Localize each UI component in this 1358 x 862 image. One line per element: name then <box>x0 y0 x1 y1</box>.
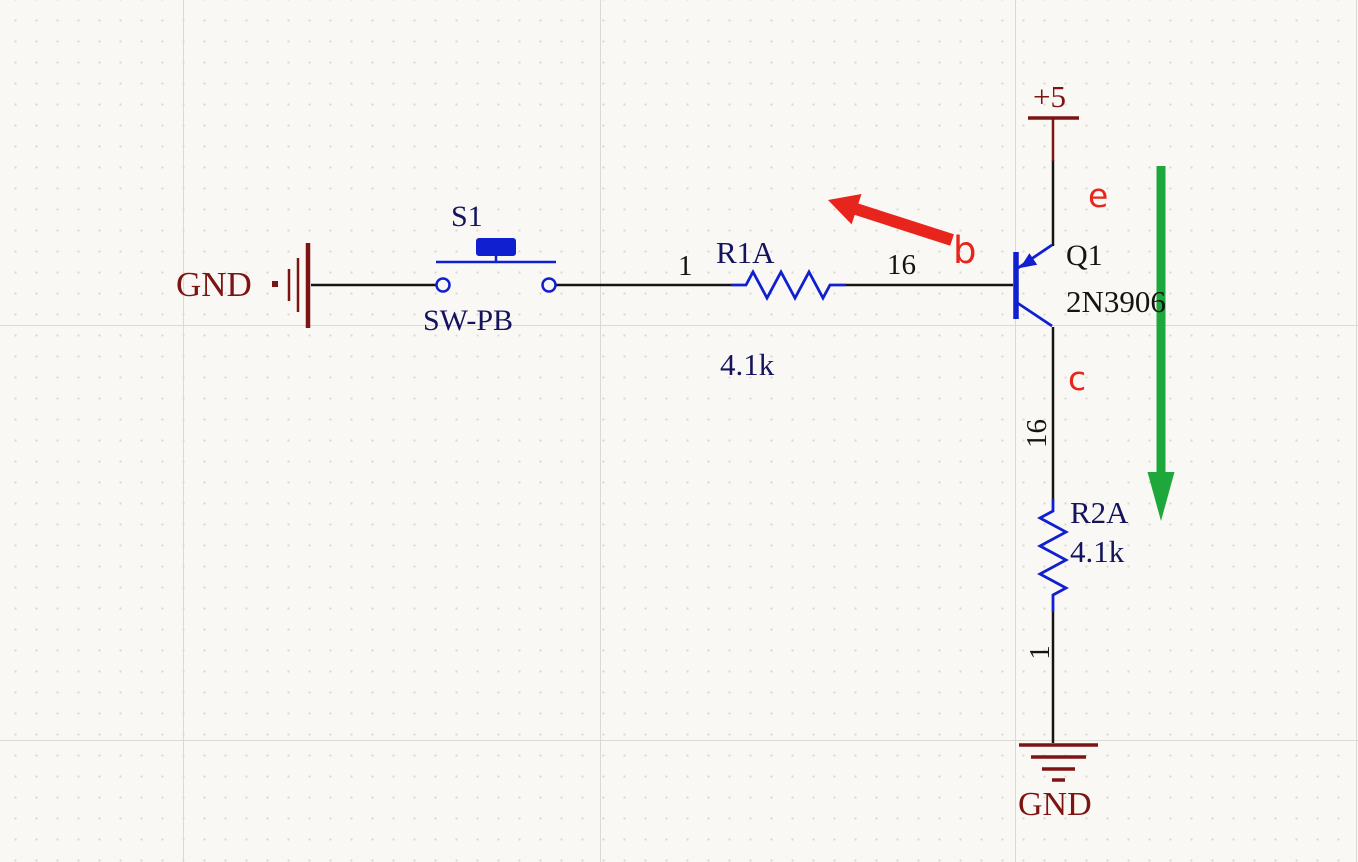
annotation-emitter: e <box>1088 176 1109 215</box>
label-s1-ref: S1 <box>451 200 483 233</box>
grid-line-horizontal <box>0 740 1358 741</box>
label-q1-part: 2N3906 <box>1066 284 1166 319</box>
transistor-q1-symbol <box>1013 243 1053 328</box>
annotation-collector: c <box>1068 359 1087 398</box>
label-gnd-bottom: GND <box>1018 786 1092 823</box>
green-arrow-annotation <box>1147 166 1175 521</box>
grid-line-vertical <box>1015 0 1016 862</box>
grid-line-vertical <box>183 0 184 862</box>
wires <box>311 160 1055 743</box>
label-s1-part: SW-PB <box>423 304 514 337</box>
grid-line-vertical <box>1356 0 1357 862</box>
vcc-port-symbol <box>1028 116 1079 161</box>
label-r1a-pin-right: 16 <box>887 249 916 281</box>
grid-line-vertical <box>600 0 601 862</box>
red-arrow-annotation <box>828 194 954 246</box>
annotation-base: b <box>953 229 977 272</box>
ground-symbol-bottom <box>1019 743 1098 782</box>
label-r2a-value: 4.1k <box>1070 534 1125 569</box>
label-gnd-left: GND <box>176 265 252 304</box>
label-r1a-value: 4.1k <box>720 347 775 382</box>
label-r2a-pin-top: 16 <box>1021 419 1053 448</box>
label-vcc: +5 <box>1033 79 1066 114</box>
label-r2a-pin-bottom: 1 <box>1023 645 1056 660</box>
resistor-r2a-symbol <box>1037 499 1069 612</box>
label-r1a-pin-left: 1 <box>678 250 693 282</box>
label-r1a-ref: R1A <box>716 235 775 270</box>
switch-s1-symbol <box>435 238 557 293</box>
grid-line-horizontal <box>0 325 1358 326</box>
resistor-r1a-symbol <box>731 269 846 301</box>
label-q1-ref: Q1 <box>1066 239 1103 272</box>
label-r2a-ref: R2A <box>1070 495 1129 530</box>
gnd-port-left-symbol <box>272 243 311 328</box>
